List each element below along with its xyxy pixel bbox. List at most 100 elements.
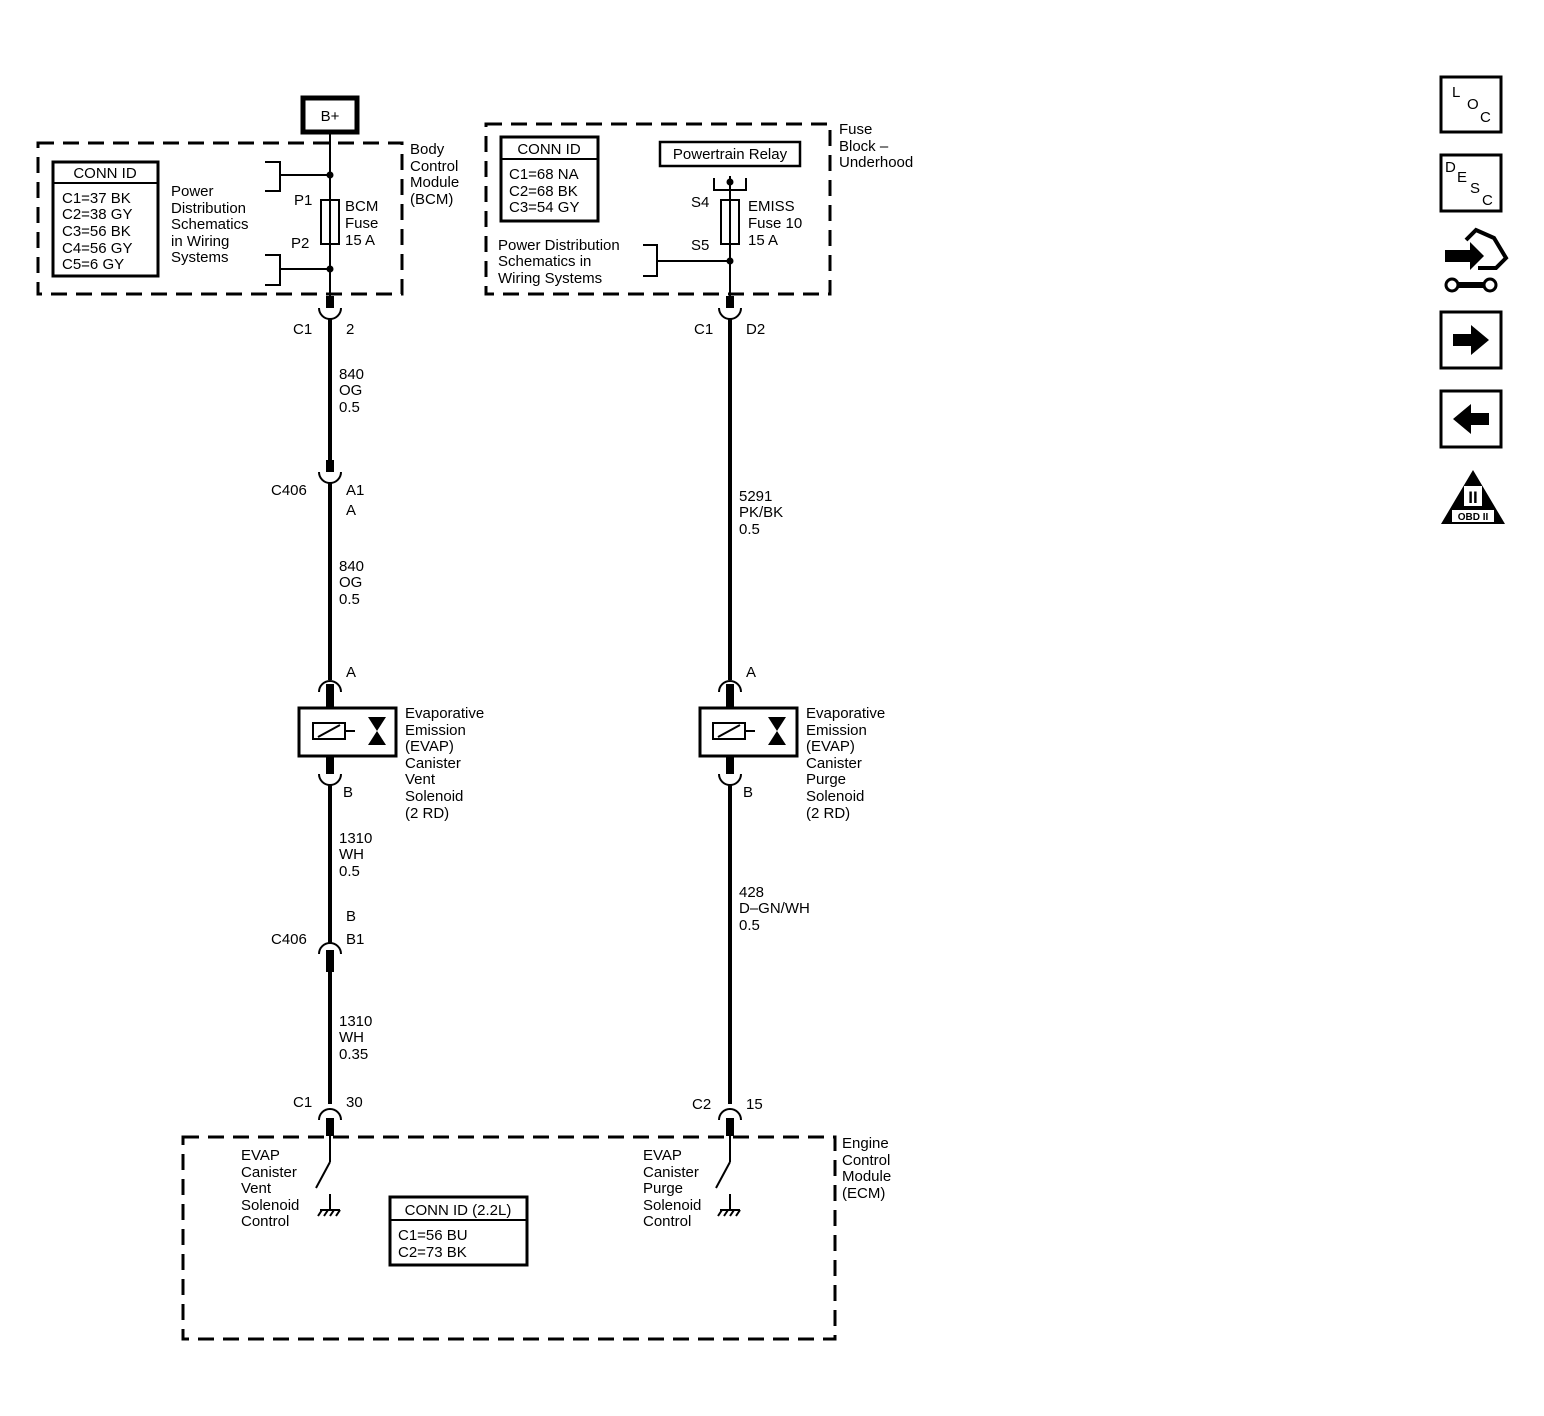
svg-text:CONN ID (2.2L): CONN ID (2.2L) — [405, 1202, 512, 1219]
c406-lower-connector — [318, 942, 342, 955]
svg-text:(ECM): (ECM) — [842, 1185, 885, 1202]
svg-text:C2=73 BK: C2=73 BK — [398, 1244, 467, 1261]
bcm-conn-id-table: CONN ID C1=37 BK C2=38 GY C3=56 BK C4=56… — [51, 160, 160, 278]
fuse-block-s5-label: S5 — [691, 237, 709, 254]
svg-text:Distribution: Distribution — [171, 200, 246, 217]
svg-text:EMISS: EMISS — [748, 198, 795, 215]
svg-text:1310: 1310 — [339, 830, 372, 847]
svg-text:Evaporative: Evaporative — [806, 705, 885, 722]
bcm-c1-connector — [318, 307, 342, 320]
svg-text:O: O — [1467, 96, 1479, 113]
svg-text:Purge: Purge — [643, 1180, 683, 1197]
svg-text:A1: A1 — [346, 482, 364, 499]
svg-text:Fuse: Fuse — [839, 121, 872, 138]
vent-solenoid — [297, 706, 398, 758]
bcm-c1-label: C1 — [293, 321, 312, 338]
bcm-c1-pin: 2 — [346, 321, 354, 338]
svg-text:(EVAP): (EVAP) — [806, 738, 855, 755]
wire-1310-label-lower: 1310 WH 0.35 — [339, 1013, 372, 1063]
svg-text:OG: OG — [339, 574, 362, 591]
svg-text:(2 RD): (2 RD) — [806, 805, 850, 822]
svg-text:in Wiring: in Wiring — [171, 233, 229, 250]
svg-text:(2 RD): (2 RD) — [405, 805, 449, 822]
back-arrow-icon[interactable] — [1439, 389, 1503, 449]
connector-repair-icon[interactable] — [1444, 227, 1509, 293]
ecm-c1-pin: 30 — [346, 1094, 363, 1111]
svg-text:Canister: Canister — [643, 1164, 699, 1181]
svg-text:D–GN/WH: D–GN/WH — [739, 900, 810, 917]
svg-text:B: B — [346, 908, 356, 925]
svg-text:Purge: Purge — [806, 771, 846, 788]
svg-text:(EVAP): (EVAP) — [405, 738, 454, 755]
svg-text:Emission: Emission — [806, 722, 867, 739]
powertrain-relay-label: Powertrain Relay — [673, 146, 788, 163]
svg-text:Fuse: Fuse — [345, 215, 378, 232]
svg-text:5291: 5291 — [739, 488, 772, 505]
purge-solenoid — [698, 706, 799, 758]
ecm-c1-label: C1 — [293, 1094, 312, 1111]
ecm-c1-connector — [318, 1108, 342, 1121]
c406-upper-connector — [318, 471, 342, 484]
svg-text:Power Distribution: Power Distribution — [498, 237, 620, 254]
svg-text:Fuse 10: Fuse 10 — [748, 215, 802, 232]
loc-icon[interactable]: L O C — [1439, 75, 1503, 134]
svg-text:0.5: 0.5 — [739, 917, 760, 934]
fuse-block-s4-label: S4 — [691, 194, 709, 211]
svg-text:OBD II: OBD II — [1458, 512, 1489, 523]
svg-text:Solenoid: Solenoid — [241, 1197, 299, 1214]
bcm-fuse — [320, 199, 340, 245]
vent-control-switch — [315, 1136, 341, 1217]
svg-text:C2=38 GY: C2=38 GY — [62, 206, 132, 223]
svg-text:(BCM): (BCM) — [410, 191, 453, 208]
svg-text:Control: Control — [241, 1213, 289, 1230]
svg-text:E: E — [1457, 169, 1467, 186]
svg-text:Control: Control — [842, 1152, 890, 1169]
svg-text:C3=56 BK: C3=56 BK — [62, 223, 131, 240]
c406-upper-label: C406 — [271, 482, 307, 499]
svg-text:WH: WH — [339, 1029, 364, 1046]
purge-solenoid-pin-b: B — [743, 784, 753, 801]
svg-text:PK/BK: PK/BK — [739, 504, 783, 521]
svg-text:Emission: Emission — [405, 722, 466, 739]
wire-5291-label: 5291 PK/BK 0.5 — [739, 488, 783, 538]
bcm-module-label: Body Control Module (BCM) — [410, 141, 459, 208]
svg-text:Module: Module — [842, 1168, 891, 1185]
svg-text:Systems: Systems — [171, 249, 229, 266]
svg-text:S: S — [1470, 180, 1480, 197]
svg-text:Wiring Systems: Wiring Systems — [498, 270, 602, 287]
svg-text:C5=6 GY: C5=6 GY — [62, 256, 124, 273]
svg-text:Solenoid: Solenoid — [643, 1197, 701, 1214]
desc-icon[interactable]: D E S C — [1439, 153, 1503, 213]
svg-text:C1=68 NA: C1=68 NA — [509, 166, 579, 183]
svg-text:428: 428 — [739, 884, 764, 901]
fuse-block-power-distribution-note: Power Distribution Schematics in Wiring … — [498, 237, 620, 287]
svg-text:EVAP: EVAP — [643, 1147, 682, 1164]
svg-text:C1=56 BU: C1=56 BU — [398, 1227, 468, 1244]
obd-ii-icon[interactable]: II OBD II — [1441, 470, 1505, 524]
svg-text:Solenoid: Solenoid — [405, 788, 463, 805]
svg-text:L: L — [1452, 84, 1460, 101]
svg-text:Evaporative: Evaporative — [405, 705, 484, 722]
svg-text:CONN ID: CONN ID — [73, 165, 137, 182]
fuse-block-conn-id-table: CONN ID C1=68 NA C2=68 BK C3=54 GY — [499, 135, 600, 223]
svg-text:Control: Control — [643, 1213, 691, 1230]
wire-428-label: 428 D–GN/WH 0.5 — [739, 884, 810, 934]
svg-text:0.5: 0.5 — [739, 521, 760, 538]
ecm-c2-connector — [718, 1108, 742, 1121]
wire-840-label-lower: 840 OG 0.5 — [339, 558, 364, 608]
purge-solenoid-label: Evaporative Emission (EVAP) Canister Pur… — [806, 705, 885, 822]
ecm-module-label: Engine Control Module (ECM) — [842, 1135, 891, 1202]
emiss-fuse — [720, 199, 740, 245]
svg-text:Block –: Block – — [839, 138, 889, 155]
next-arrow-icon[interactable] — [1439, 310, 1503, 370]
svg-text:Schematics: Schematics — [171, 216, 249, 233]
svg-text:Canister: Canister — [405, 755, 461, 772]
bcm-p2-label: P2 — [291, 235, 309, 252]
b-plus-source: B+ — [300, 95, 360, 135]
ecm-c2-pin: 15 — [746, 1096, 763, 1113]
svg-text:C1=37 BK: C1=37 BK — [62, 190, 131, 207]
vent-control-label: EVAP Canister Vent Solenoid Control — [241, 1147, 299, 1230]
svg-text:Canister: Canister — [806, 755, 862, 772]
